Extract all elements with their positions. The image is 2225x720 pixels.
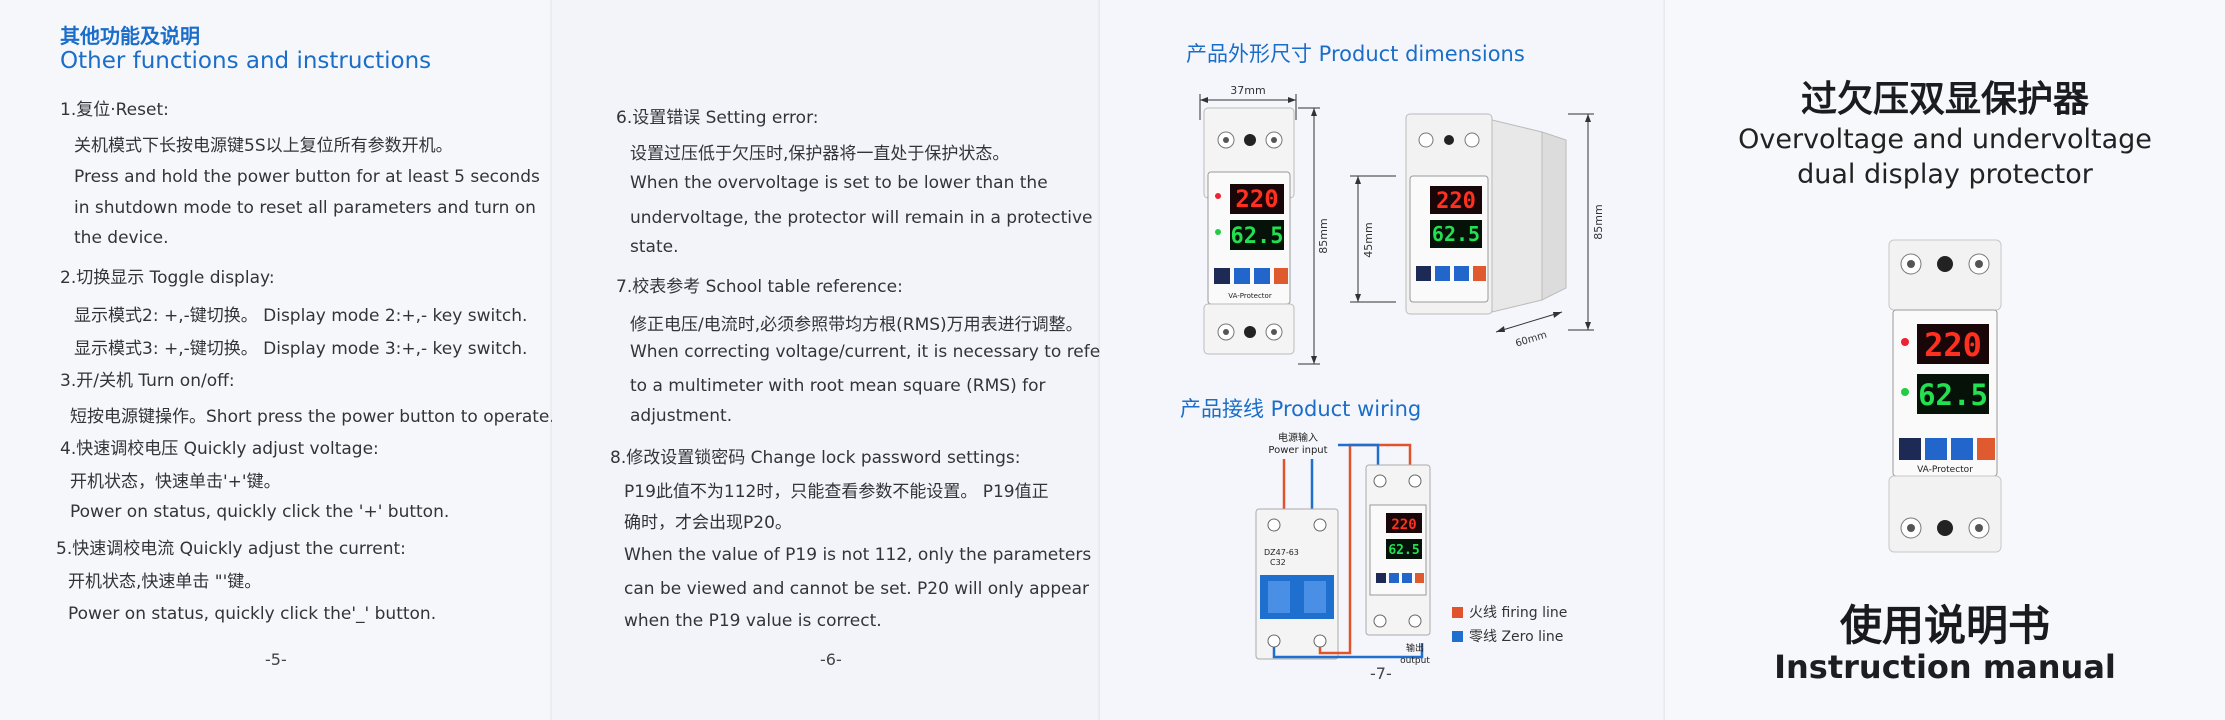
breaker-label: DZ47-63 (1264, 548, 1299, 557)
text-line: When correcting voltage/current, it is n… (630, 342, 1100, 362)
cover-manual-en: Instruction manual (1774, 648, 2116, 686)
depth-label: 60mm (1514, 330, 1548, 350)
voltage-display: 220 (1391, 517, 1416, 533)
text-line: Power on status, quickly click the '+' b… (70, 502, 450, 522)
fire-swatch (1452, 606, 1463, 618)
dimension-drawing: 37mm 220 62.5 VA-Protector (1199, 84, 1605, 365)
text-line: 关机模式下长按电源键5S以上复位所有参数开机。 (74, 136, 453, 156)
dimensions-title: 产品外形尺寸 Product dimensions (1186, 42, 1525, 66)
page-number: -5- (265, 650, 287, 669)
side-height-label: 85mm (1592, 204, 1605, 239)
text-line: 8.修改设置锁密码 Change lock password settings: (610, 448, 1021, 468)
current-display: 62.5 (1231, 224, 1284, 249)
front-device: 220 62.5 VA-Protector (1203, 107, 1295, 355)
text-line: 设置过压低于欠压时,保护器将一直处于保护状态。 (630, 144, 1010, 164)
legend-zero: 零线 Zero line (1452, 626, 1563, 646)
current-display: 62.5 (1388, 543, 1419, 558)
text-line: Power on status, quickly click the'_' bu… (68, 604, 437, 624)
text-line: 2.切换显示 Toggle display: (60, 268, 275, 288)
legend-fire-label: 火线 firing line (1469, 605, 1568, 621)
voltage-display: 220 (1924, 326, 1982, 364)
text-line: can be viewed and cannot be set. P20 wil… (624, 579, 1090, 599)
cover-page: 过欠压双显保护器 Overvoltage and undervoltage du… (1665, 0, 2225, 720)
legend-fire: 火线 firing line (1452, 602, 1567, 622)
inner-label: 45mm (1362, 222, 1375, 257)
text-line: the device. (74, 228, 169, 248)
inner-dimension: 45mm (1350, 175, 1396, 303)
text-line: adjustment. (630, 406, 733, 426)
height-label: 85mm (1317, 218, 1330, 253)
text-line: When the value of P19 is not 112, only t… (624, 545, 1092, 565)
text-line: 修正电压/电流时,必须参照带均方根(RMS)万用表进行调整。 (630, 315, 1083, 335)
side-device: 220 62.5 (1405, 113, 1567, 315)
text-line: When the overvoltage is set to be lower … (630, 173, 1048, 193)
text-line: state. (630, 237, 679, 257)
circuit-breaker: DZ47-63 C32 (1255, 508, 1339, 660)
page-5: 其他功能及说明 Other functions and instructions… (0, 0, 552, 720)
text-line: 6.设置错误 Setting error: (616, 108, 819, 128)
text-line: 1.复位·Reset: (60, 100, 169, 120)
cover-title-cn: 过欠压双显保护器 (1800, 79, 2089, 120)
current-display: 62.5 (1918, 378, 1988, 412)
text-line: P19此值不为112时，只能查看参数不能设置。 P19值正 (624, 482, 1049, 502)
text-line: 显示模式3: +,-键切换。 Display mode 3:+,- key sw… (74, 339, 528, 359)
voltage-display: 220 (1436, 189, 1476, 214)
cover-product-image: 220 62.5 VA-Protector (1888, 239, 2002, 553)
side-height-dimension: 85mm (1568, 113, 1605, 331)
output-en: output (1400, 656, 1430, 665)
width-label: 37mm (1230, 84, 1265, 97)
height-dimension: 85mm (1298, 107, 1330, 365)
page-6: 6.设置错误 Setting error: 设置过压低于欠压时,保护器将一直处于… (552, 0, 1100, 720)
text-line: 确时，才会出现P20。 (624, 513, 792, 533)
legend-zero-label: 零线 Zero line (1469, 629, 1564, 645)
brand-label: VA-Protector (1917, 465, 1973, 475)
text-line: in shutdown mode to reset all parameters… (74, 198, 536, 218)
width-dimension: 37mm (1199, 84, 1297, 120)
wiring-diagram: 电源输入 Power input DZ47-63 C32 (1255, 431, 1431, 665)
text-line: 开机状态,快速单击 "'键。 (68, 572, 262, 592)
text-line: to a multimeter with root mean square (R… (630, 376, 1046, 396)
protector-device: 220 62.5 (1365, 464, 1431, 636)
brand-label: VA-Protector (1228, 292, 1272, 300)
page-5-title-cn: 其他功能及说明 (60, 24, 200, 48)
text-line: Press and hold the power button for at l… (74, 167, 540, 187)
wiring-title: 产品接线 Product wiring (1180, 397, 1422, 421)
text-line: 短按电源键操作。Short press the power button to … (70, 407, 552, 427)
cover-title-en-2: dual display protector (1797, 159, 2093, 190)
text-line: undervoltage, the protector will remain … (630, 208, 1093, 228)
depth-dimension: 60mm (1495, 311, 1563, 350)
power-input-en: Power input (1268, 445, 1327, 456)
zero-swatch (1452, 630, 1463, 642)
text-line: 显示模式2: +,-键切换。 Display mode 2:+,- key sw… (74, 306, 528, 326)
text-line: 3.开/关机 Turn on/off: (60, 371, 235, 391)
page-5-title-en: Other functions and instructions (60, 48, 432, 74)
cover-manual-cn: 使用说明书 (1839, 601, 2050, 650)
voltage-display: 220 (1235, 185, 1278, 213)
power-input-cn: 电源输入 (1278, 431, 1318, 444)
output-cn: 输出 (1406, 642, 1424, 654)
page-number: -7- (1370, 664, 1392, 683)
text-line: 7.校表参考 School table reference: (616, 277, 903, 297)
page-number: -6- (820, 650, 842, 669)
breaker-rating: C32 (1270, 558, 1286, 567)
text-line: when the P19 value is correct. (624, 611, 882, 631)
text-line: 开机状态，快速单击'+'键。 (70, 472, 281, 492)
text-line: 4.快速调校电压 Quickly adjust voltage: (60, 439, 379, 459)
cover-title-en-1: Overvoltage and undervoltage (1738, 124, 2152, 155)
current-display: 62.5 (1432, 222, 1480, 246)
page-7: 产品外形尺寸 Product dimensions 37mm 220 62.5 (1100, 0, 1665, 720)
text-line: 5.快速调校电流 Quickly adjust the current: (56, 539, 406, 559)
